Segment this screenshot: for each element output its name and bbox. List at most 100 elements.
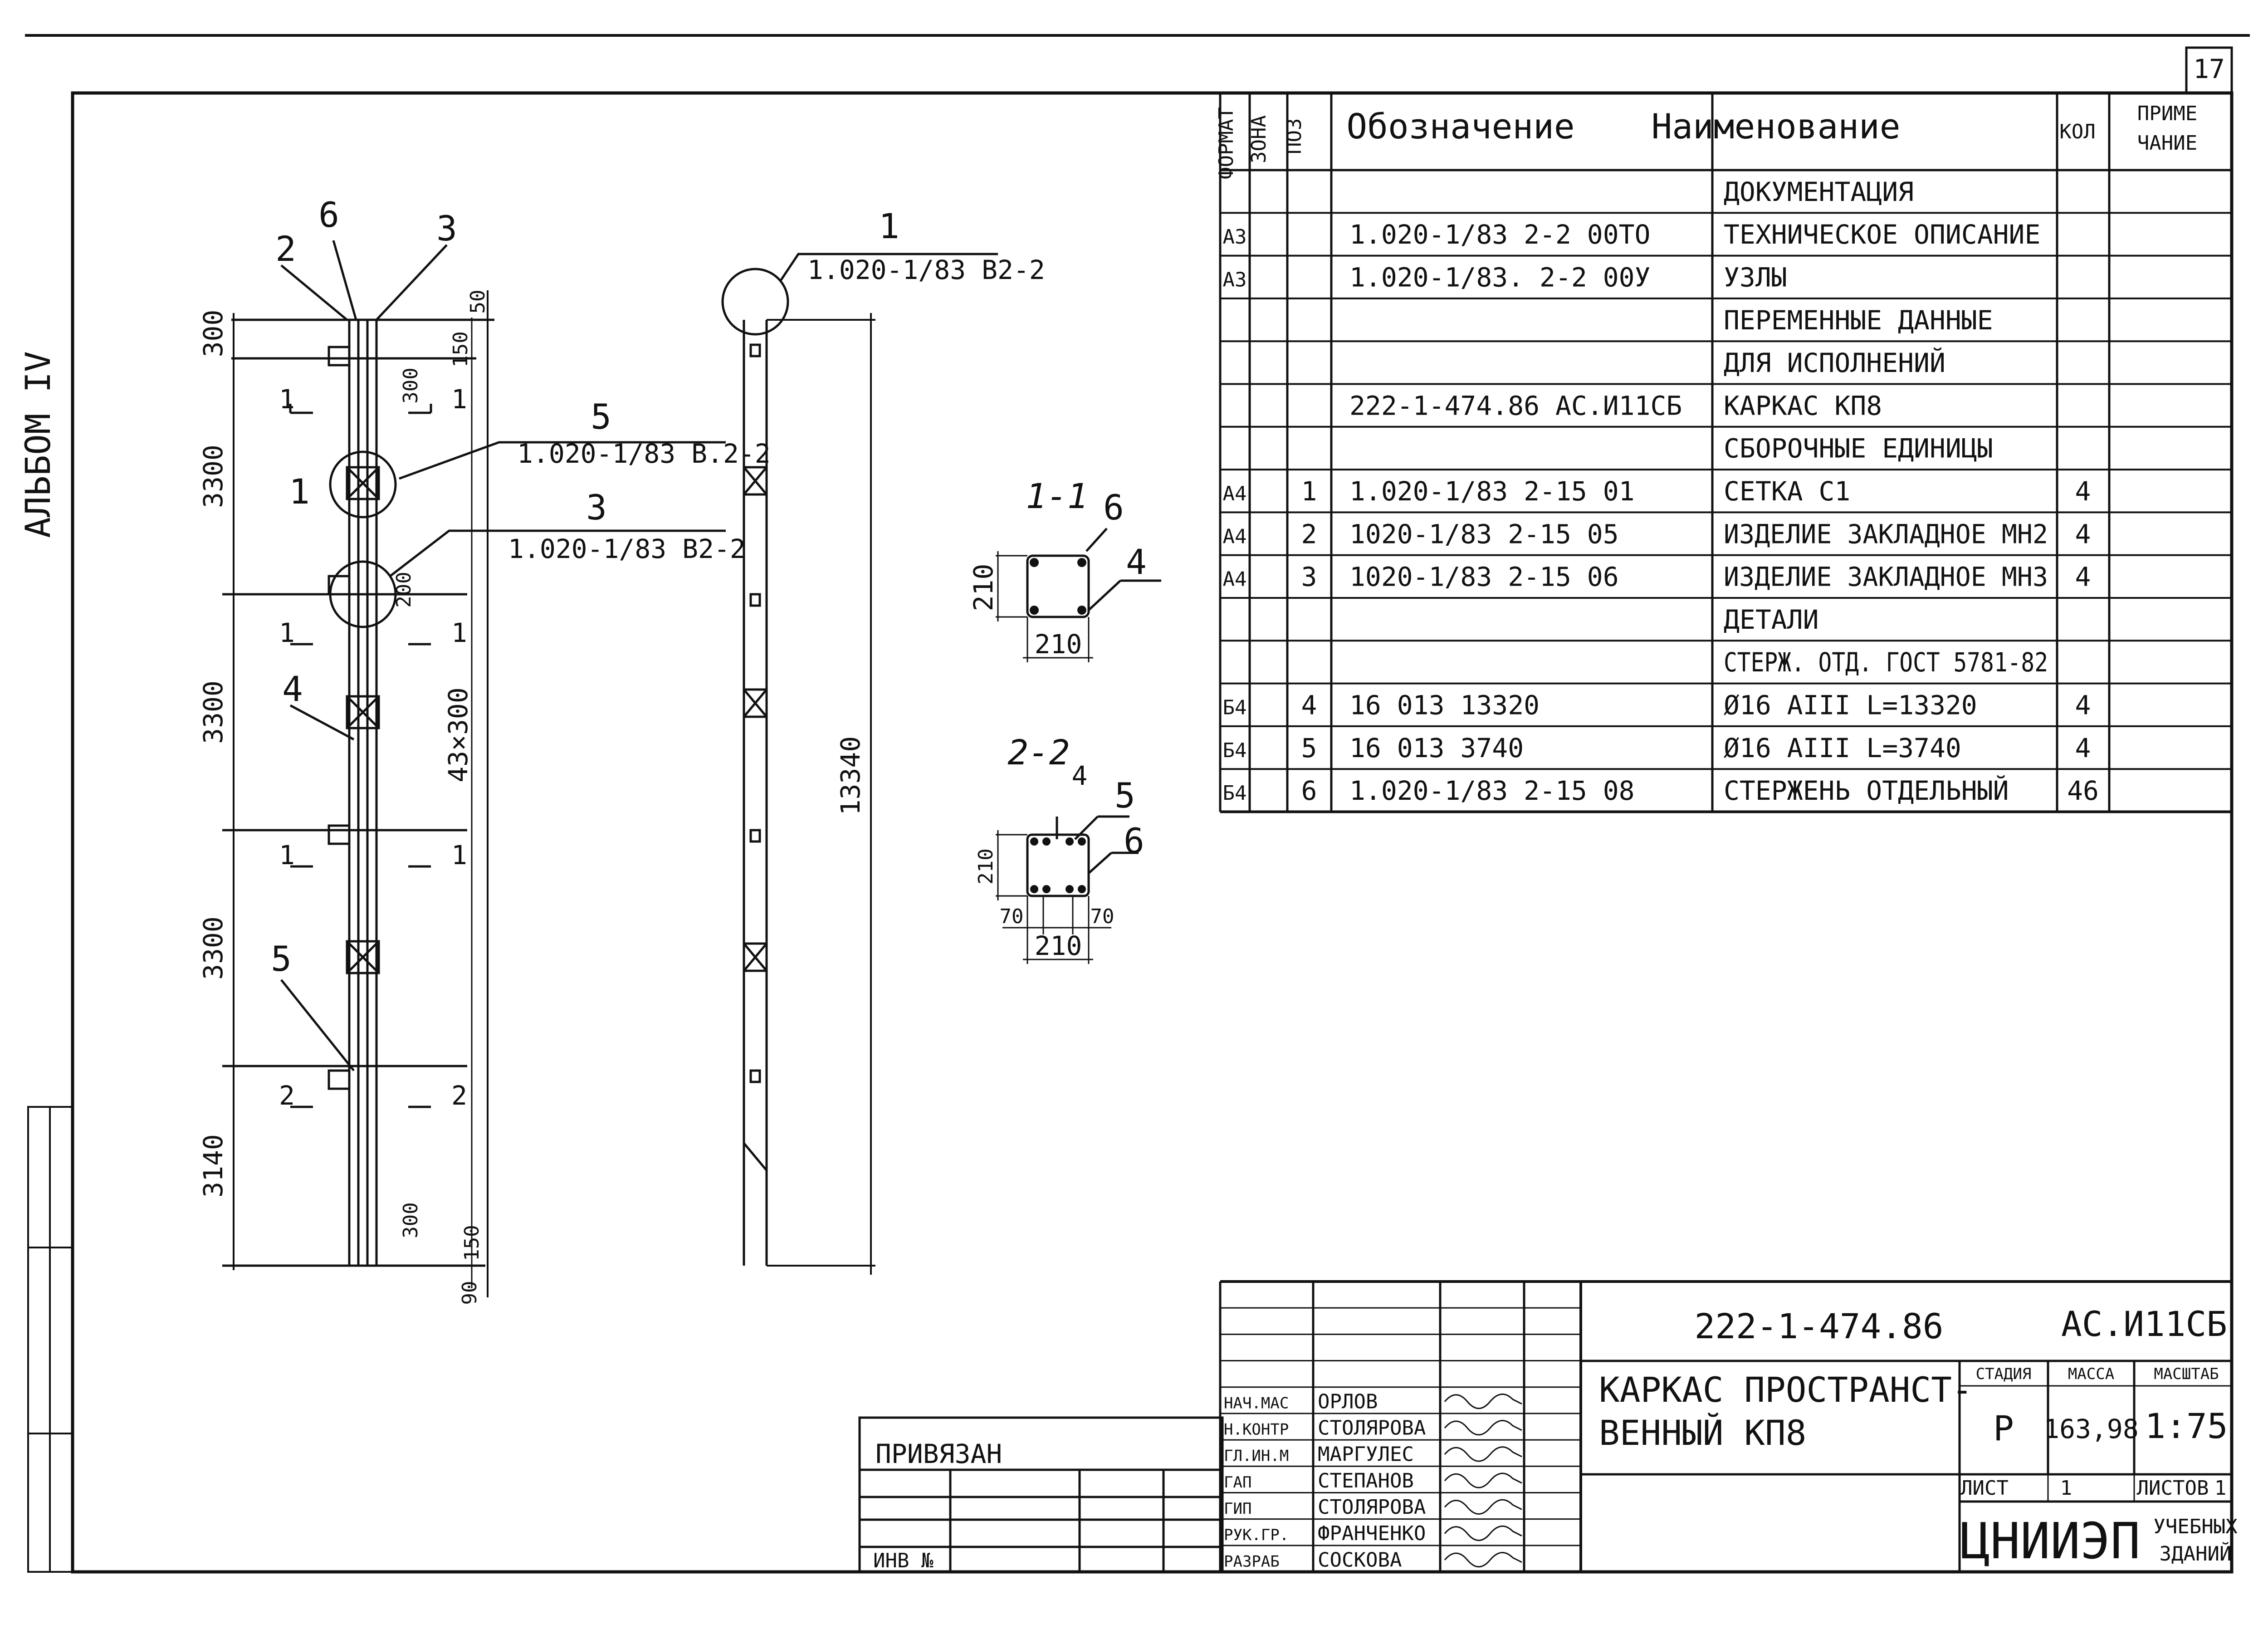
left-elevation-texts: 6 2 3 5 1.020-1/83 В.2-2 3 1.020-1/83 В2… [198,195,771,1305]
dim-left-3300-c: 3300 [198,916,229,980]
spec-cell-qty-row-15: 46 [2067,775,2099,806]
left-stamp-strip [27,1106,73,1573]
spec-cell-name-row-14: Ø16 АIII L=3740 [1724,733,1961,763]
section-1-1-dim-vertical: 210 [968,564,999,612]
spec-cell-format-row-9: А4 [1223,525,1247,548]
header-zone: ЗОНА [1247,115,1271,163]
spec-cell-format-row-15: Б4 [1223,782,1247,805]
spec-cell-designation-row-8: 1.020-1/83 2-15 01 [1349,476,1635,507]
section-mark-1f: 1 [451,840,467,871]
header-designation: Обозначение [1346,106,1574,147]
header-name: Наименование [1651,106,1900,147]
signature-role-2: Н.КОНТР [1224,1420,1289,1438]
section-1-1-texts: 1-1 6 4 210 210 [968,476,1147,660]
spec-table-grid [1219,93,2233,1572]
dim-right-50: 50 [466,290,489,314]
leader-ref-5: 1.020-1/83 В.2-2 [517,438,771,469]
signature-role-5: ГИП [1224,1500,1251,1518]
org-sub-1: УЧЕБНЫХ [2153,1515,2238,1538]
dim-left-3300-b: 3300 [198,680,229,744]
signature-name-5: СТОЛЯРОВА [1318,1496,1426,1519]
mass-value: 163,98 [2043,1414,2139,1444]
spec-cell-format-row-13: Б4 [1223,696,1247,719]
spec-cell-name-row-13: Ø16 АIII L=13320 [1724,690,1977,720]
spec-cell-designation-row-3: 1.020-1/83. 2-2 00У [1349,262,1650,293]
spec-cell-pos-row-10: 3 [1301,562,1317,592]
signature-role-6: РУК.ГР. [1224,1526,1289,1544]
header-format: ФОРМАТ [1215,107,1238,179]
section-2-2-title: 2-2 [1007,732,1070,773]
scale-label: МАСШТАБ [2154,1365,2219,1383]
signature-scribble-5 [1444,1499,1522,1515]
spec-cell-designation-row-10: 1020-1/83 2-15 06 [1349,562,1619,592]
signature-role-4: ГАП [1224,1473,1251,1492]
dim-right-43x300: 43×300 [443,687,474,783]
signature-scribble-2 [1444,1420,1522,1436]
header-note-line2: ЧАНИЕ [2137,132,2197,155]
signature-name-6: ФРАНЧЕНКО [1318,1522,1426,1545]
signature-name-1: ОРЛОВ [1318,1390,1378,1413]
header-pos: ПОЗ [1283,118,1306,154]
dim-left-3300-a: 3300 [198,445,229,508]
spec-cell-name-row-15: СТЕРЖЕНЬ ОТДЕЛЬНЫЙ [1724,775,2009,806]
dim-right-150-b: 150 [460,1225,484,1261]
scale-value: 1:75 [2145,1406,2228,1446]
dim-left-300: 300 [198,310,229,357]
spec-cell-designation-row-2: 1.020-1/83 2-2 00ТО [1349,219,1650,250]
signature-scribble-4 [1444,1473,1522,1488]
spec-cell-pos-row-8: 1 [1301,476,1317,507]
callout-1: 1 [289,471,310,512]
sheets-label: ЛИСТОВ [2137,1477,2209,1500]
callout-right-1: 1 [879,206,899,246]
binding-block [858,1416,1224,1573]
inv-label: ИНВ № [873,1549,934,1572]
spec-cell-pos-row-9: 2 [1301,519,1317,549]
spec-cell-name-row-3: УЗЛЫ [1724,262,1787,293]
spec-cell-name-row-9: ИЗДЕЛИЕ ЗАКЛАДНОЕ МН2 [1724,519,2048,549]
mass-label: МАССА [2068,1365,2114,1383]
spec-cell-name-row-1: ДОКУМЕНТАЦИЯ [1724,176,1914,207]
signature-scribble-1 [1444,1393,1522,1409]
org-sub-2: ЗДАНИЙ [2160,1541,2232,1566]
section-1-1-title: 1-1 [1026,476,1088,516]
signature-scribble-6 [1444,1525,1522,1541]
spec-cell-name-row-10: ИЗДЕЛИЕ ЗАКЛАДНОЕ МН3 [1724,562,2048,592]
section-2-2-callout-6: 6 [1124,821,1144,861]
spec-cell-name-row-2: ТЕХНИЧЕСКОЕ ОПИСАНИЕ [1724,219,2040,250]
spec-cell-name-row-7: СБОРОЧНЫЕ ЕДИНИЦЫ [1724,433,1993,464]
spec-cell-name-row-11: ДЕТАЛИ [1724,604,1819,635]
spec-cell-qty-row-9: 4 [2075,519,2091,549]
signature-scribble-7 [1444,1551,1522,1568]
album-label: АЛЬБОМ IV [18,351,58,538]
section-mark-2b: 2 [451,1080,467,1111]
title-line-2: ВЕННЫЙ КП8 [1599,1412,1807,1453]
spec-cell-qty-row-13: 4 [2075,690,2091,720]
right-elevation-view [721,253,998,1275]
org-name: ЦНИИЭП [1960,1512,2140,1570]
signature-name-4: СТЕПАНОВ [1318,1469,1414,1492]
section-2-2-texts: 2-2 4 5 6 210 70 70 210 [974,732,1144,961]
dim-right-90: 90 [458,1281,481,1305]
section-2-2-callout-4: 4 [1072,760,1088,791]
section-1-1-dim-horizontal: 210 [1035,629,1082,660]
binding-label: ПРИВЯЗАН [875,1438,1002,1469]
doc-code: 222-1-474.86 [1694,1306,1943,1346]
header-note-line1: ПРИМЕ [2137,102,2197,125]
callout-6: 6 [318,195,339,235]
section-1-1-callout-4: 4 [1126,542,1147,582]
callout-5: 5 [591,396,611,437]
spec-cell-qty-row-14: 4 [2075,733,2091,763]
dim-left-3140: 3140 [198,1134,229,1198]
section-mark-2a: 2 [279,1080,295,1111]
title-block-grid [1219,1280,2232,1573]
section-2-2-dim-70-right: 70 [1090,905,1114,928]
spec-cell-name-row-8: СЕТКА С1 [1724,476,1850,507]
dim-right-300-b: 300 [399,1202,422,1238]
spec-cell-qty-row-10: 4 [2075,562,2091,592]
section-2-2-dim-vertical: 210 [974,848,997,884]
leader-ref-3: 1.020-1/83 В2-2 [508,533,746,564]
spec-cell-qty-row-8: 4 [2075,476,2091,507]
signature-name-2: СТОЛЯРОВА [1318,1416,1426,1439]
